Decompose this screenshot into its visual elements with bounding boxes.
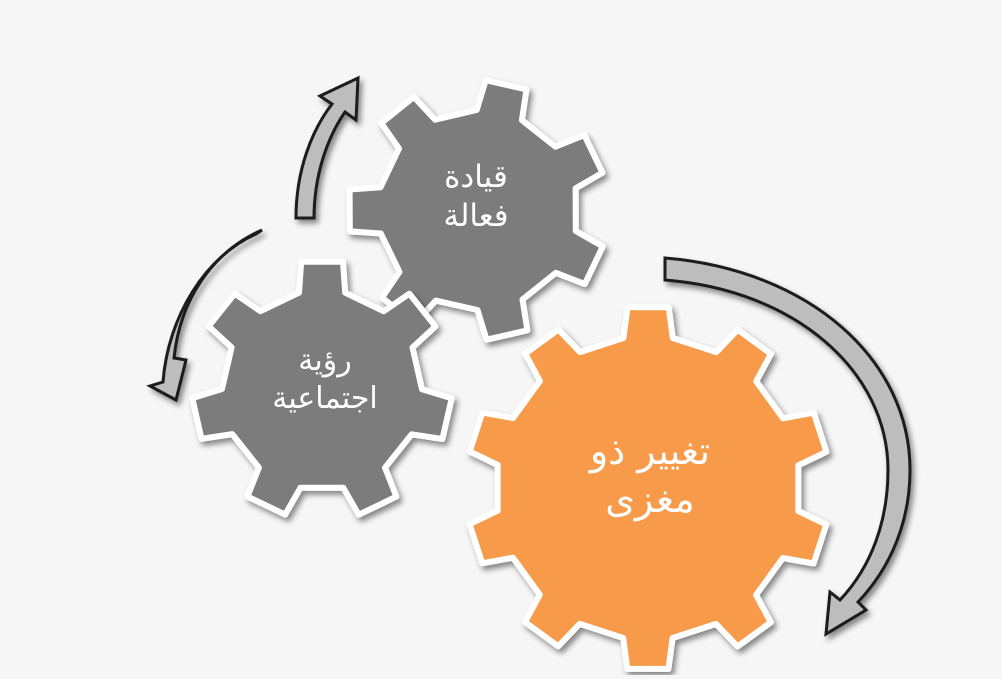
- gear-vision-line2: اجتماعية: [272, 380, 378, 416]
- arrow-right-icon: [663, 256, 912, 637]
- gear-change-label: تغيير ذو مغزى: [560, 428, 740, 523]
- arrow-left-icon: [146, 228, 263, 403]
- gear-change-icon: [466, 304, 830, 672]
- gear-leadership-line1: قيادة: [444, 159, 508, 195]
- gear-change-line1: تغيير ذو: [589, 429, 711, 473]
- gear-leadership-icon: [346, 77, 606, 343]
- gear-vision-icon: [189, 258, 455, 518]
- gear-leadership-line2: فعالة: [443, 197, 509, 234]
- gear-vision-line1: رؤية: [298, 343, 352, 378]
- arrow-top-left-icon: [294, 75, 360, 220]
- gear-change-line2: مغزى: [605, 476, 695, 521]
- gear-leadership-label: قيادة فعالة: [412, 158, 540, 236]
- gear-vision-label: رؤية اجتماعية: [250, 342, 400, 417]
